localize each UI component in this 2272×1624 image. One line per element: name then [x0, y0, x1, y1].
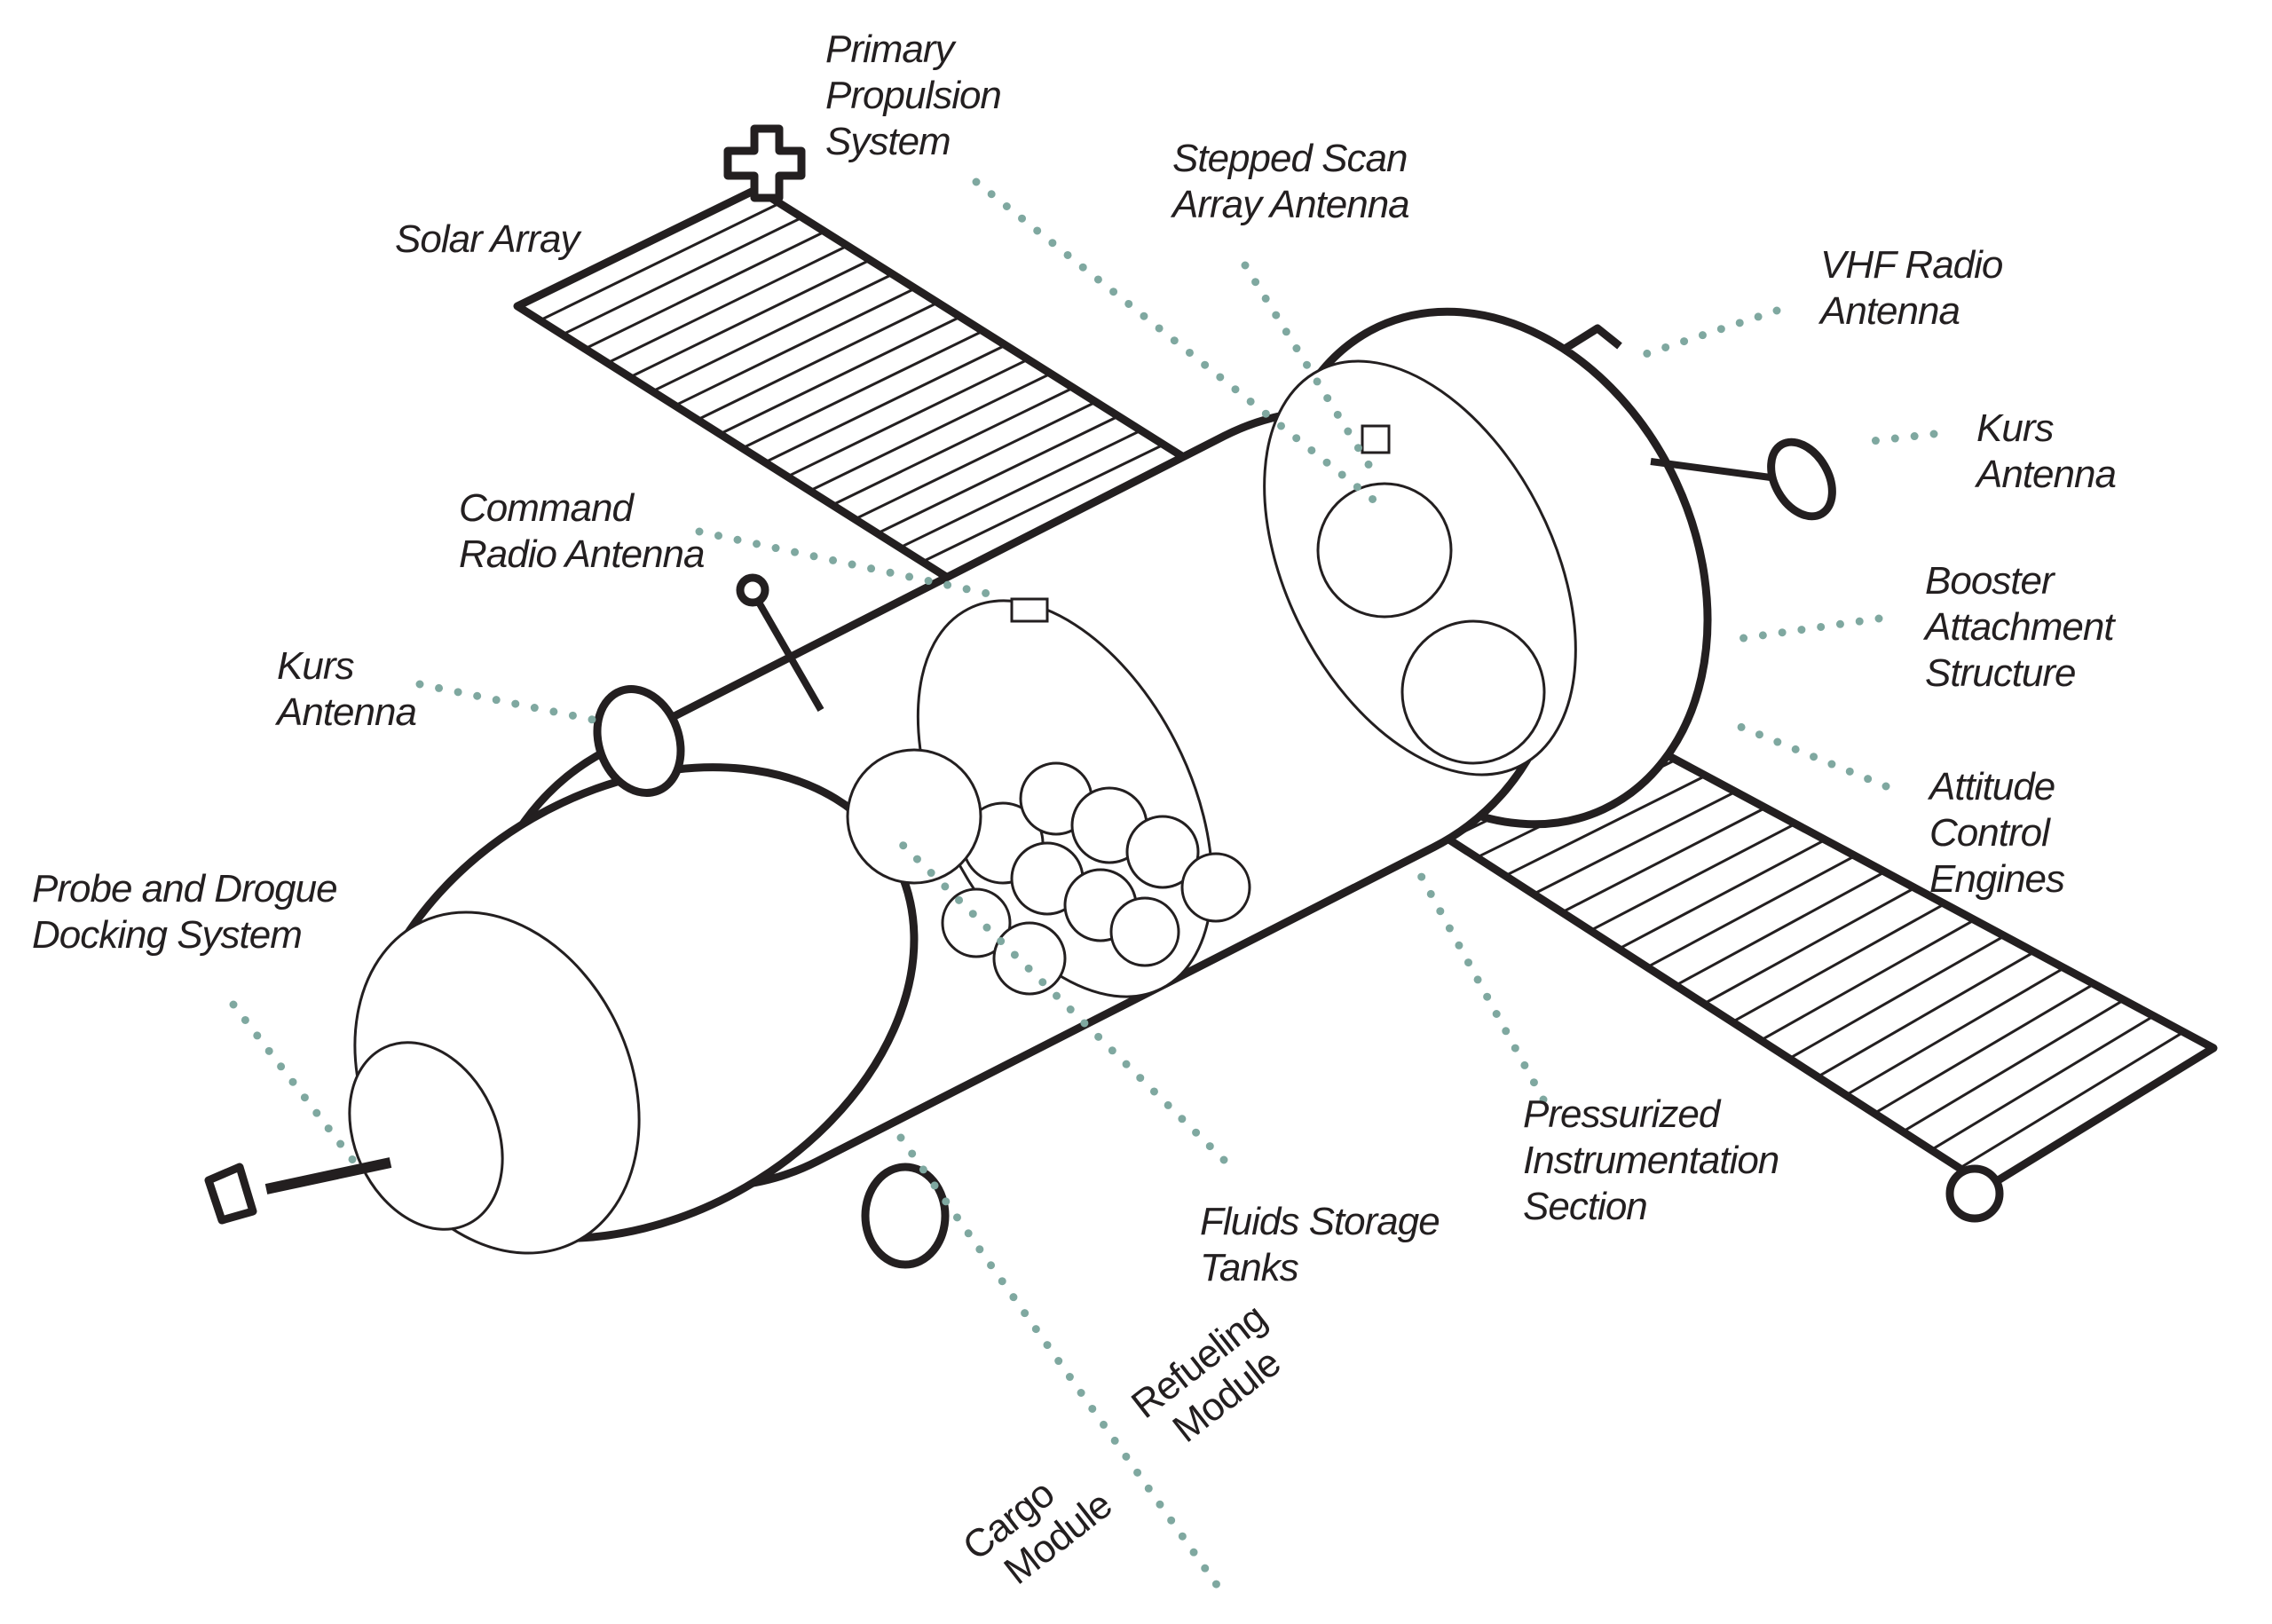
kurs-antenna-left: [593, 685, 685, 797]
leader-command-radio: [695, 527, 1009, 602]
solar-cell-row: [1788, 934, 2006, 1060]
solar-cell-row: [832, 386, 1074, 507]
array-tip-cross: [723, 124, 806, 202]
solar-cell-row: [899, 429, 1142, 549]
storage-tank: [1125, 815, 1200, 889]
solar-array-left: [513, 124, 1213, 595]
leader-fluids: [898, 840, 1228, 1164]
solar-cell-row: [1675, 871, 1886, 987]
leader-primary-propulsion: [972, 177, 1381, 507]
solar-cell-row: [921, 443, 1164, 564]
leader-booster: [1721, 614, 1883, 645]
solar-cell-row: [584, 230, 826, 351]
leader-vhf: [1641, 306, 1781, 359]
solar-cell-row: [674, 287, 916, 407]
solar-cell-row: [562, 216, 803, 336]
solar-cell-row: [697, 301, 939, 422]
solar-cell-row: [1845, 966, 2065, 1097]
array-tip-disc: [1945, 1164, 2004, 1223]
leader-attitude: [1721, 716, 1890, 791]
solar-cell-row: [1703, 887, 1916, 1005]
leader-lines: [229, 177, 1938, 1596]
solar-cell-row: [1646, 855, 1856, 969]
label-solar-array: Solar Array: [395, 217, 582, 261]
solar-cell-row: [539, 201, 781, 322]
solar-cell-row: [651, 272, 894, 393]
storage-tank: [992, 921, 1067, 996]
solar-cell-row: [854, 400, 1097, 521]
command-radio-mast: [751, 593, 824, 712]
solar-cell-row: [1817, 950, 2035, 1078]
storage-tank: [941, 887, 1012, 958]
solar-cell-row: [719, 315, 961, 436]
command-radio-antenna: [1010, 597, 1049, 623]
solar-cell-row: [1902, 998, 2125, 1133]
storage-tank: [1109, 896, 1180, 967]
solar-cell-row: [1561, 806, 1766, 914]
fluid-storage-tanks: [941, 761, 1251, 996]
docking-probe: [204, 1157, 392, 1225]
solar-array-right: [1416, 723, 2218, 1223]
leader-kurs-right: [1852, 430, 1938, 447]
solar-cell-row: [1959, 1030, 2185, 1170]
solar-cell-row: [786, 358, 1030, 478]
leader-stepped-scan: [1241, 261, 1374, 470]
propulsion-spheres: [846, 482, 1546, 885]
solar-cell-row: [1874, 982, 2095, 1115]
leader-kurs-left: [415, 680, 602, 725]
label-cargo-module: CargoModule: [955, 1448, 1120, 1604]
solar-cell-row: [1760, 918, 1976, 1042]
kurs-antenna-right: [1767, 438, 1836, 521]
solar-cell-row: [876, 414, 1119, 535]
leader-probe: [229, 1000, 361, 1170]
solar-cell-row: [1590, 822, 1796, 932]
label-refueling-module: RefuelingModule: [1124, 1296, 1301, 1462]
kurs-antenna-lower: [861, 1163, 950, 1269]
solar-cell-row: [1618, 839, 1826, 950]
solar-cell-row: [809, 372, 1052, 493]
solar-cell-row: [1930, 1014, 2155, 1152]
solar-cell-row: [606, 244, 848, 365]
solar-cell-row: [764, 343, 1006, 464]
solar-cell-row: [741, 329, 984, 450]
kurs-antenna-right-mast: [1650, 458, 1785, 483]
stepped-scan-antenna: [1361, 424, 1391, 454]
solar-cell-row: [629, 258, 871, 379]
storage-tank: [1180, 852, 1251, 923]
solar-cell-row: [1732, 903, 1945, 1023]
leader-pressurized: [1416, 870, 1548, 1104]
solar-cell-row: [1504, 774, 1707, 878]
solar-cell-row: [1533, 790, 1737, 895]
vhf-radio-antenna: [1559, 324, 1622, 354]
